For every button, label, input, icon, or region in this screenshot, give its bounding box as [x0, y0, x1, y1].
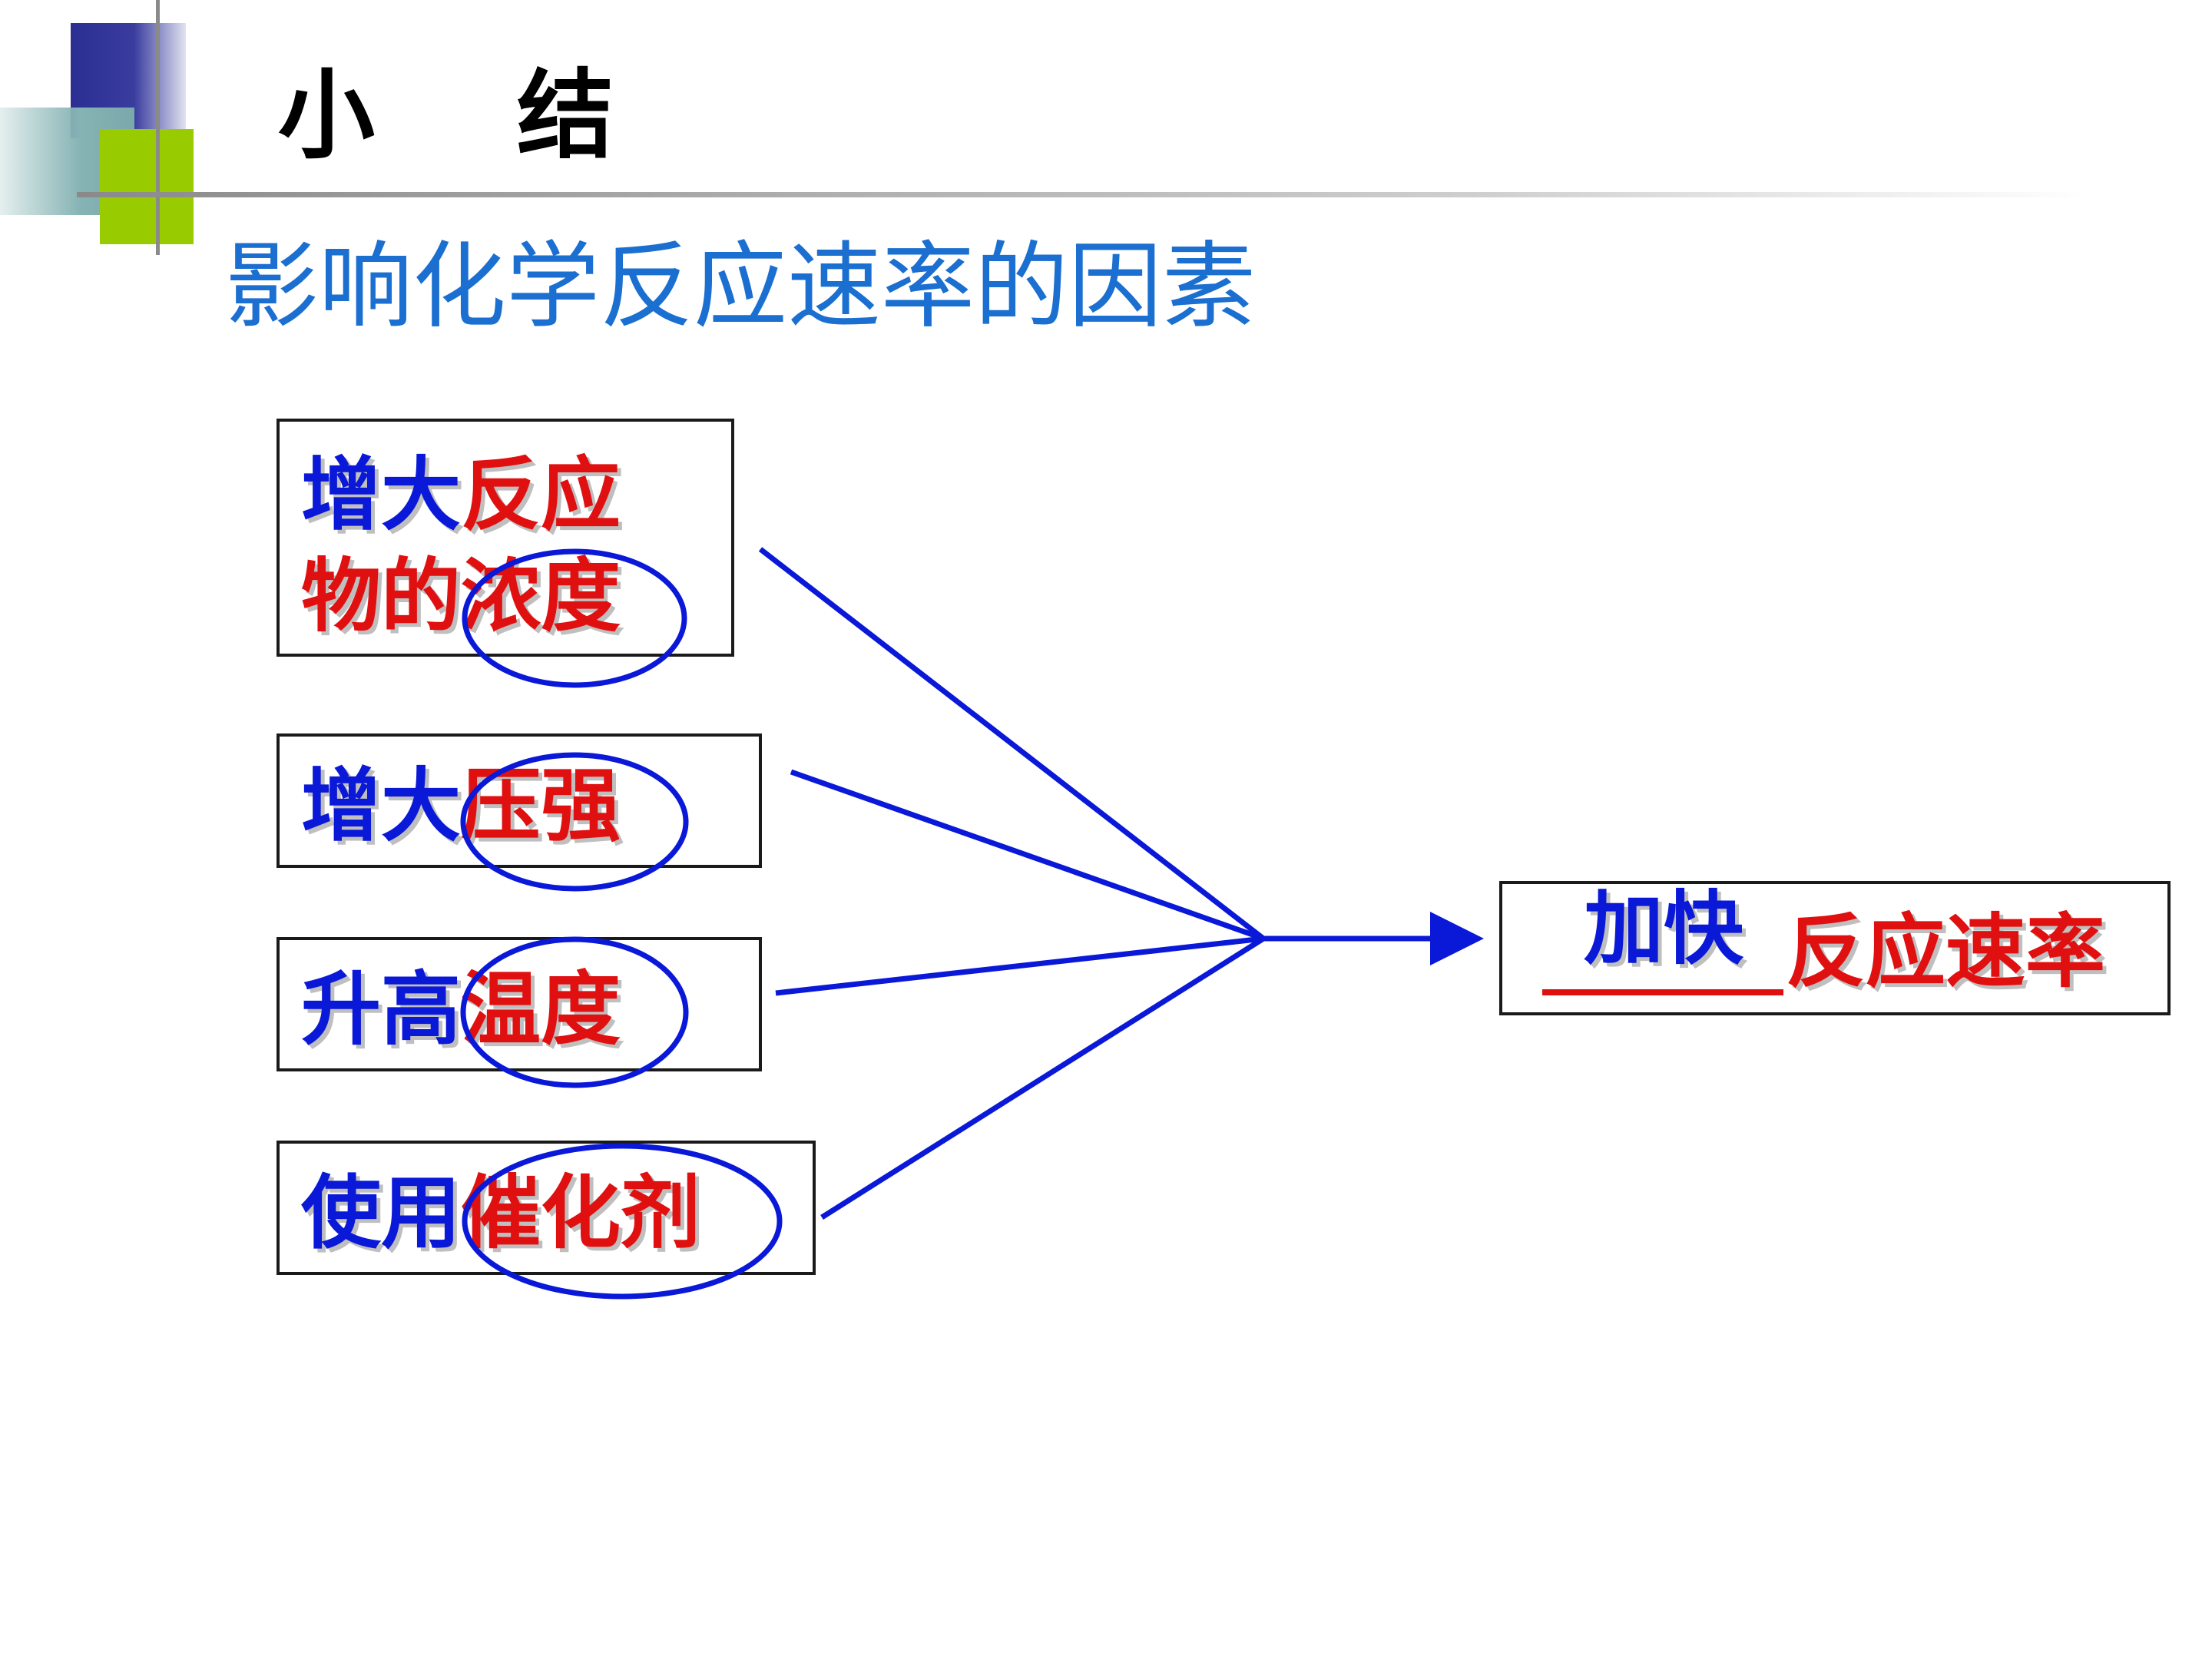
factor-highlight: 压强	[461, 759, 621, 853]
highlight-circle-pressure	[460, 752, 689, 892]
header-divider	[77, 192, 2089, 197]
factor-box-temperature	[276, 937, 762, 1071]
factor-prefix: 增大	[301, 759, 462, 853]
factor-prefix: 增大	[301, 448, 462, 541]
highlight-circle-temperature	[460, 936, 689, 1088]
factor-highlight: 反应	[461, 448, 621, 541]
decorative-green-square	[100, 129, 194, 244]
factor-box-catalyst	[276, 1141, 816, 1275]
result-suffix: 反应速率	[1786, 905, 2106, 998]
factor-text-temperature: 升高温度	[301, 960, 621, 1058]
slide-title: 小结	[278, 59, 756, 172]
factor-box-pressure	[276, 733, 762, 868]
factor-highlight: 催化剂	[461, 1166, 701, 1260]
factor-text-catalyst: 使用催化剂	[301, 1164, 700, 1262]
highlight-circle-catalyst	[462, 1143, 783, 1300]
connector-line-pressure	[790, 769, 1265, 942]
connector-line-temperature	[775, 935, 1264, 996]
factor-text-pressure: 增大压强	[301, 757, 621, 855]
connector-line-concentration	[758, 547, 1266, 941]
result-box	[1499, 881, 2171, 1015]
factor-prefix: 升高	[301, 962, 462, 1056]
slide-subtitle: 影响化学反应速率的因素	[225, 232, 1256, 341]
connector-line-catalyst	[820, 936, 1265, 1220]
result-answer: 加快	[1584, 882, 1744, 975]
factor-box-concentration	[276, 419, 734, 657]
factor-highlight: 温度	[461, 962, 621, 1056]
decorative-vertical-rule	[156, 0, 160, 255]
factor-text-concentration-line2: 物的浓度	[301, 549, 621, 643]
factor-text-concentration-line1: 增大反应	[301, 445, 621, 544]
highlight-circle-concentration	[462, 548, 687, 688]
factor-prefix: 使用	[301, 1166, 462, 1260]
